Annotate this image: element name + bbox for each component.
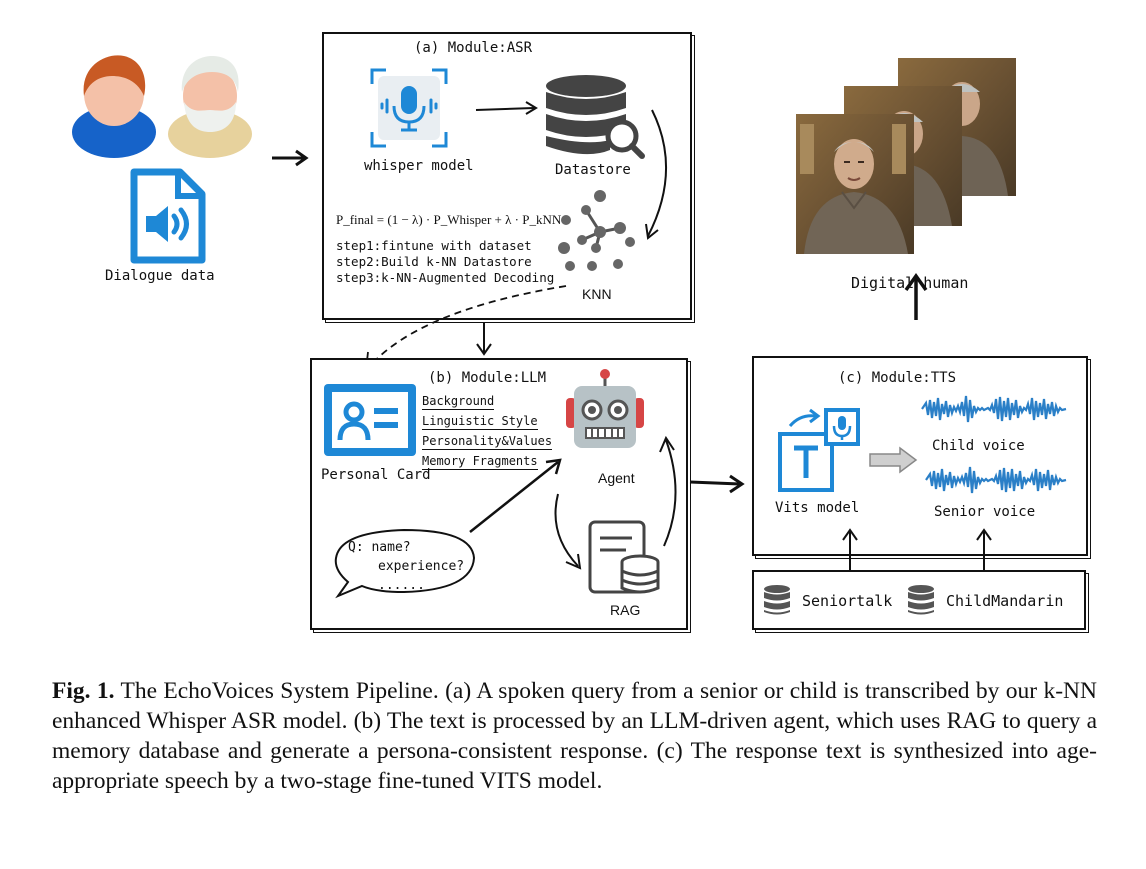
childmandarin-label: ChildMandarin [946,592,1064,610]
asr-step-1: step1:fintune with dataset [336,238,532,253]
knn-formula: P_final = (1 − λ) · P_Whisper + λ · P_kN… [336,212,562,227]
tts-module-title: (c) Module:TTS [838,370,957,386]
card-item-background: Background [422,394,495,410]
card-item-linguistic-style: Linguistic Style [422,414,538,430]
asr-step-2: step2:Build k-NN Datastore [336,254,532,269]
datastore-label: Datastore [555,162,631,178]
child-voice-waveform-icon [921,395,1067,423]
personal-card-label: Personal Card [321,467,431,483]
card-item-personality: Personality&Values [422,434,553,450]
llm-module-title: (b) Module:LLM [428,370,547,386]
robot-agent-icon [566,369,644,448]
child-avatar-icon [72,55,156,158]
personal-card-icon [324,384,416,456]
tts-output-arrow [869,446,918,474]
query-text: Q: name? experience? ...... [348,538,464,595]
knn-graph-icon [558,190,635,271]
senior-voice-waveform-icon [925,466,1067,494]
agent-label: Agent [598,470,635,486]
query-line-3: ...... [378,578,425,593]
senior-avatar-icon [168,56,252,158]
rag-document-icon [588,520,660,594]
microphone-icon [370,68,448,148]
vits-model-label: Vits model [775,500,860,516]
digital-human-frames-icon [796,58,1016,254]
audio-file-icon [130,168,206,264]
card-item-memory: Memory Fragments [422,454,538,470]
dialogue-data-label: Dialogue data [105,268,215,284]
vits-model-icon [778,408,860,492]
datastore-icon [546,75,645,159]
asr-step-3: step3:k-NN-Augmented Decoding [336,270,555,285]
seniortalk-database-icon [764,585,790,615]
senior-voice-label: Senior voice [934,504,1036,520]
whisper-model-label: whisper model [364,158,474,174]
childmandarin-database-icon [908,585,934,615]
asr-module-title: (a) Module:ASR [414,40,533,56]
knn-label: KNN [582,286,612,302]
figure-caption-text: The EchoVoices System Pipeline. (a) A sp… [52,678,1097,794]
digital-human-label: Digital human [851,274,969,292]
child-voice-label: Child voice [932,438,1025,454]
figure-caption-label: Fig. 1. [52,678,115,704]
personal-card-items: Background Linguistic Style Personality&… [422,390,553,470]
query-speech-bubble [334,528,476,599]
figure-caption: Fig. 1. The EchoVoices System Pipeline. … [52,676,1097,796]
rag-label: RAG [610,602,641,618]
seniortalk-label: Seniortalk [802,592,893,610]
asr-steps: step1:fintune with dataset step2:Build k… [336,238,554,286]
query-line-2: experience? [378,559,465,574]
query-line-1: Q: name? [348,540,411,555]
